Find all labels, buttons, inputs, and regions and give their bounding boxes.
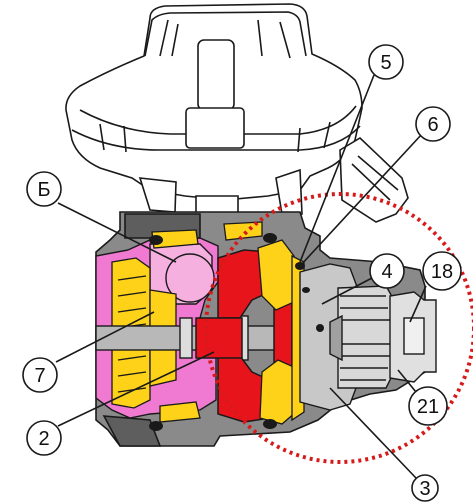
- right-membrane-discs: [257, 239, 305, 425]
- callout-2: 2: [26, 420, 62, 456]
- right-valve-assembly: [299, 263, 437, 411]
- callout-5: 5: [368, 44, 404, 80]
- svg-text:4: 4: [381, 261, 392, 283]
- leader-lines: [55, 74, 427, 479]
- svg-text:3: 3: [419, 478, 430, 500]
- left-spring-assembly: [111, 221, 263, 423]
- callout-3: 3: [411, 474, 439, 502]
- svg-text:21: 21: [417, 396, 439, 418]
- svg-text:5: 5: [380, 52, 391, 74]
- svg-text:Б: Б: [37, 179, 50, 201]
- callout-4: 4: [369, 253, 405, 289]
- callout-18: 18: [422, 251, 462, 291]
- top-cap: [65, 3, 409, 223]
- svg-text:18: 18: [431, 261, 453, 283]
- svg-text:6: 6: [427, 114, 438, 136]
- callout-6: 6: [415, 106, 451, 142]
- svg-text:7: 7: [34, 365, 45, 387]
- callout-7: 7: [22, 357, 58, 393]
- callout-21: 21: [408, 386, 448, 426]
- highlight-circle: [204, 192, 473, 464]
- callout-b: Б: [26, 171, 62, 207]
- svg-text:2: 2: [38, 428, 49, 450]
